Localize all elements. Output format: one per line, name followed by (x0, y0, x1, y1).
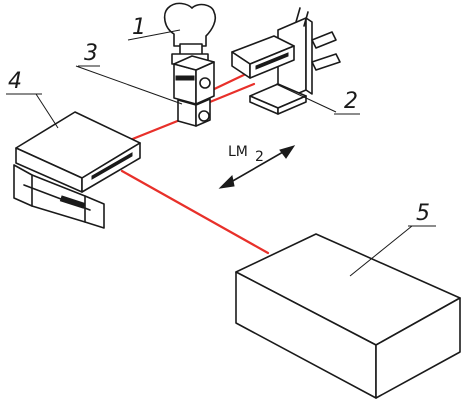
mount-base-side (277, 95, 307, 115)
leader-line-4-tail (35, 93, 59, 129)
sensor-top-housing (163, 2, 217, 47)
mount-upright-edge (305, 17, 313, 95)
part-numbers: 1 3 4 2 5 (8, 15, 430, 226)
box-4-slot (91, 152, 133, 180)
motion-arrow-lm2: LM 2 (218, 144, 296, 189)
adjust-knob-right-2 (311, 53, 341, 71)
adjust-screw-top-2 (303, 11, 309, 27)
sensor-dark-band (175, 75, 195, 81)
sensor-cube-top (173, 55, 215, 71)
adjust-knob-right (311, 31, 337, 49)
component-5-block (235, 233, 461, 399)
sensor-window (199, 77, 211, 89)
mount-slot (255, 52, 289, 70)
leader-line-1 (127, 29, 181, 41)
block-5-side (375, 297, 461, 399)
adjust-screw-top-1 (295, 7, 301, 23)
laser-beam-sensor-to-mount-a (206, 70, 252, 94)
component-1-3-sensor-head (163, 2, 217, 127)
part-number-3: 3 (84, 41, 98, 66)
motion-arrow-head-end (279, 145, 296, 159)
leader-line-3 (75, 65, 183, 105)
laser-beam-sensor-to-mount-b (203, 82, 256, 106)
part-number-5: 5 (416, 201, 430, 226)
component-2-mirror-mount (231, 7, 341, 115)
part-number-4: 4 (8, 69, 22, 94)
motion-label: LM (228, 144, 248, 160)
part-number-2: 2 (344, 89, 358, 114)
stand-dark-strip (59, 195, 86, 209)
stand-left-leg (13, 164, 33, 207)
leader-line-5 (349, 225, 413, 277)
leader-line-2 (275, 83, 337, 113)
laser-beam-to-box-5 (120, 169, 270, 255)
component-4-laser-head (13, 111, 141, 229)
stand-right-leg (84, 195, 105, 229)
laser-beams (120, 70, 270, 255)
motion-arrow-shaft (223, 147, 291, 187)
motion-label-subscript: 2 (255, 149, 264, 165)
sensor-cube-front (173, 63, 197, 105)
sensor-knob (198, 110, 210, 122)
part-number-1: 1 (132, 15, 146, 40)
laser-beam-box4-to-sensor (128, 116, 187, 142)
leader-lines (6, 29, 436, 277)
motion-arrow-head-start (218, 174, 235, 189)
